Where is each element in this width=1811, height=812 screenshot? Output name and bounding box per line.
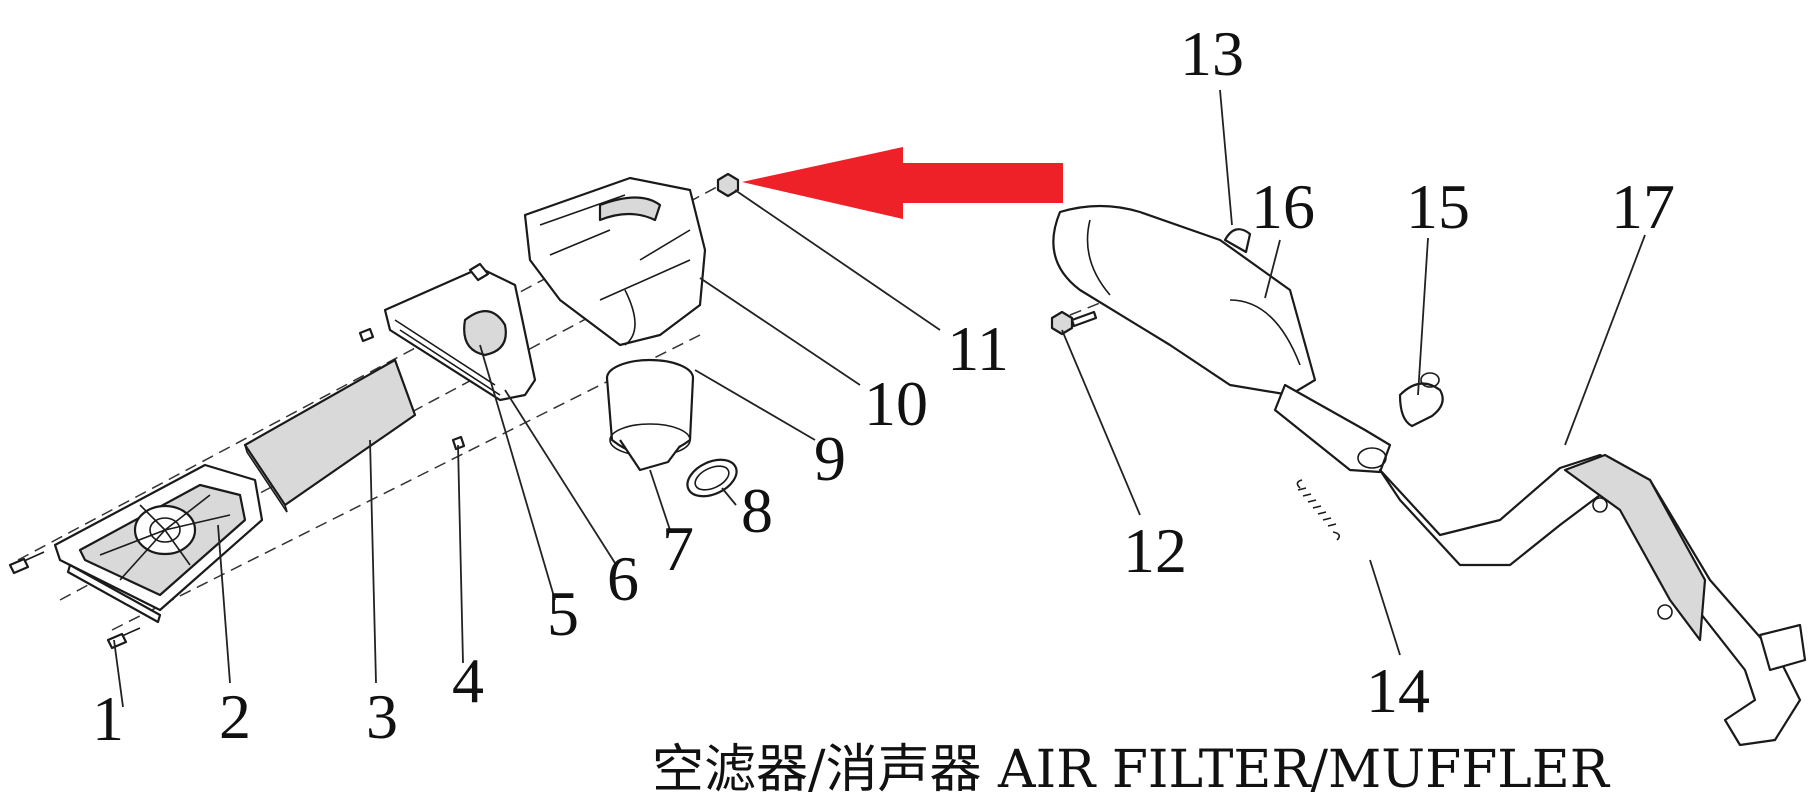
callout-4: 4 bbox=[452, 645, 484, 716]
part-16-muffler bbox=[1052, 204, 1392, 474]
callout-12: 12 bbox=[1123, 515, 1187, 586]
callout-5: 5 bbox=[547, 578, 579, 649]
leader-lines bbox=[113, 89, 1646, 708]
callout-11: 11 bbox=[947, 313, 1009, 384]
part-15-clip bbox=[1398, 372, 1444, 428]
part-9-intake-tube bbox=[605, 358, 695, 472]
part-8-hose-clamp bbox=[686, 458, 738, 498]
callout-7: 7 bbox=[662, 513, 694, 584]
part-17-header-pipe bbox=[1378, 453, 1807, 747]
callout-14: 14 bbox=[1366, 655, 1430, 726]
callout-8: 8 bbox=[741, 475, 773, 546]
callout-15: 15 bbox=[1406, 171, 1470, 242]
callout-9: 9 bbox=[814, 423, 846, 494]
part-4-screw bbox=[451, 435, 466, 451]
part-1-screws bbox=[8, 551, 141, 650]
callout-numbers: 1 2 3 4 5 6 7 8 9 10 11 12 13 14 15 16 1… bbox=[92, 18, 1675, 754]
callout-1: 1 bbox=[92, 683, 124, 754]
part-12-bolt bbox=[1050, 310, 1098, 336]
part-2-grille-plate bbox=[53, 463, 264, 624]
callout-17: 17 bbox=[1611, 171, 1675, 242]
part-3-filter-element bbox=[243, 358, 417, 513]
callout-16: 16 bbox=[1251, 171, 1315, 242]
part-14-spring bbox=[1296, 479, 1341, 541]
callout-3: 3 bbox=[366, 681, 398, 752]
callout-10: 10 bbox=[864, 368, 928, 439]
part-11-nut bbox=[716, 172, 740, 198]
part-10-airbox-housing bbox=[523, 176, 707, 347]
diagram-caption: 空滤器/消声器 AIR FILTER/MUFFLER bbox=[652, 740, 1611, 800]
callout-2: 2 bbox=[219, 681, 251, 752]
red-arrow-left bbox=[742, 147, 1063, 219]
callout-6: 6 bbox=[607, 543, 639, 614]
callout-13: 13 bbox=[1180, 18, 1244, 89]
part-5-6-filter-cover bbox=[358, 262, 537, 402]
